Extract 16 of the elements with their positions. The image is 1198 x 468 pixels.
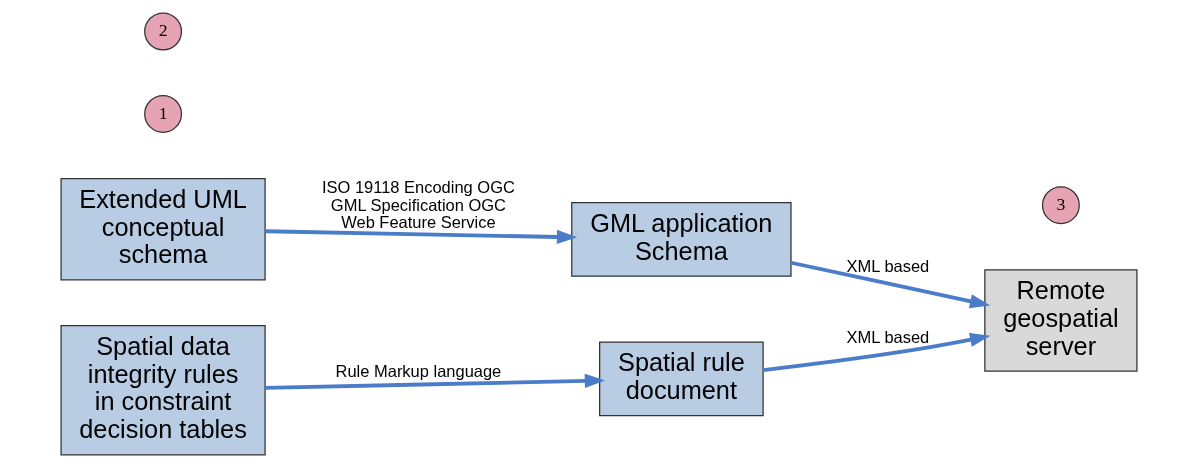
edge-label: Rule Markup language <box>335 361 502 380</box>
edge-label: XML based <box>846 256 930 275</box>
node-box: Extended UML conceptual schema <box>60 177 266 281</box>
edge-label: ISO 19118 Encoding OGC GML Specification OGC Web Feature Service <box>321 178 515 232</box>
edge-label: XML based <box>846 327 930 346</box>
node-box: Spatial rule document <box>599 341 764 417</box>
node-circle: 2 <box>144 12 183 51</box>
arrow <box>265 373 606 390</box>
node-box: Spatial data integrity rules in constraint decision tables <box>60 324 266 456</box>
node-box: Remote geospatial server <box>984 269 1138 372</box>
node-circle: 1 <box>144 94 183 133</box>
arrow <box>790 260 991 309</box>
arrow <box>762 332 991 372</box>
node-box: GML application Schema <box>571 202 792 277</box>
arrow <box>265 229 578 245</box>
node-circle: 3 <box>1041 186 1080 225</box>
